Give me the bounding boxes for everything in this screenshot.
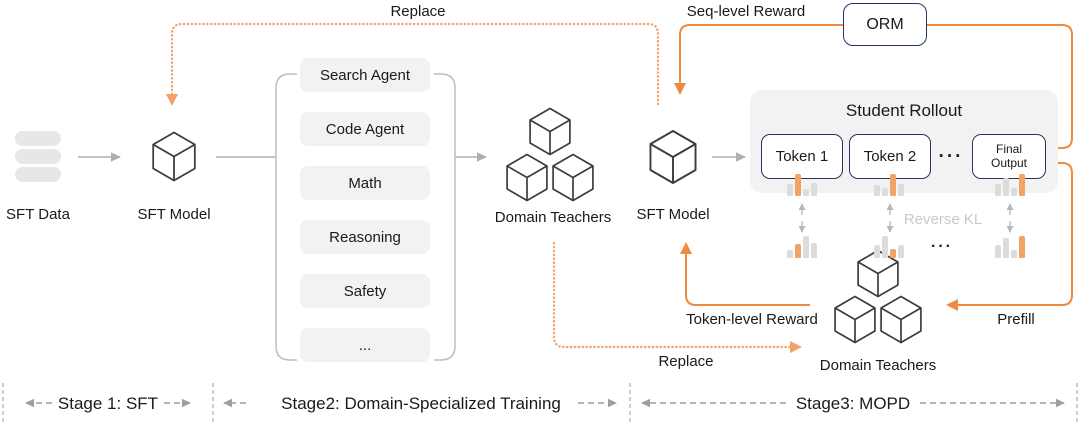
- distribution-bar: [795, 244, 801, 258]
- arrow-replace-bottom: [552, 241, 802, 353]
- orange-connectors: [674, 24, 1073, 311]
- seq-level-reward-label: Seq-level Reward: [686, 3, 806, 20]
- database-icon: [15, 131, 61, 182]
- distribution-bar: [811, 183, 817, 196]
- replace-bottom-label: Replace: [658, 353, 714, 370]
- arrow-token-level-reward: [680, 242, 810, 306]
- distribution-final-teacher: [995, 234, 1025, 258]
- arrow-seq-level-reward: [674, 24, 843, 95]
- distribution-token1-student: [787, 172, 817, 196]
- line-orm-to-final-output: [927, 24, 1073, 149]
- domain-teachers-cubes-stage2: [506, 107, 594, 202]
- token-1-box: Token 1: [761, 134, 843, 179]
- distribution-bar: [795, 174, 801, 196]
- bars-ellipsis: ···: [931, 238, 953, 255]
- final-output-box: Final Output: [972, 134, 1046, 179]
- sft-model-label-stage3: SFT Model: [636, 206, 710, 223]
- domain-box: Math: [300, 166, 430, 200]
- kl-double-arrows: [798, 203, 1014, 233]
- sft-data-label: SFT Data: [6, 206, 70, 223]
- distribution-bar: [1003, 178, 1009, 196]
- distribution-bar: [1019, 174, 1025, 196]
- arrow-replace-top: [166, 22, 660, 106]
- tokens-ellipsis: ···: [938, 146, 964, 167]
- domain-box: Safety: [300, 274, 430, 308]
- distribution-bar: [803, 189, 809, 196]
- replace-top-label: Replace: [390, 3, 446, 20]
- distribution-bar: [1003, 238, 1009, 258]
- token-level-reward-label: Token-level Reward: [686, 311, 818, 328]
- distribution-bar: [890, 174, 896, 196]
- distribution-bar: [882, 188, 888, 196]
- domain-teachers-label-stage3: Domain Teachers: [819, 357, 937, 374]
- bracket-right: [434, 73, 456, 361]
- distribution-bar: [811, 243, 817, 258]
- domain-teachers-cubes-stage3: [834, 249, 922, 344]
- bracket-left: [275, 73, 297, 361]
- prefill-label: Prefill: [997, 311, 1035, 328]
- replace-connectors: [166, 22, 802, 353]
- distribution-bar: [890, 249, 896, 258]
- distribution-bar: [787, 250, 793, 258]
- final-output-line1: Final: [995, 141, 1022, 156]
- sft-model-cube-stage1: [152, 131, 196, 182]
- distribution-token2-teacher: [874, 234, 904, 258]
- domain-box: Code Agent: [300, 112, 430, 146]
- distribution-bar: [787, 184, 793, 196]
- arrow-prefill: [946, 162, 1073, 311]
- domain-box: ...: [300, 328, 430, 362]
- distribution-bar: [995, 184, 1001, 196]
- distribution-bar: [874, 245, 880, 258]
- student-rollout-title: Student Rollout: [845, 101, 963, 120]
- domain-box: Search Agent: [300, 58, 430, 92]
- stage1-footer-label: Stage 1: SFT: [57, 394, 159, 413]
- distribution-bar: [803, 236, 809, 258]
- sft-model-label-stage1: SFT Model: [137, 206, 211, 223]
- distribution-bar: [898, 245, 904, 258]
- domain-bracket: [275, 73, 456, 361]
- stage-footer-lines: [2, 383, 1078, 423]
- distribution-bar: [898, 184, 904, 196]
- domain-teachers-label-stage2: Domain Teachers: [494, 209, 612, 226]
- stage3-footer-label: Stage3: MOPD: [795, 394, 911, 413]
- distribution-bar: [1011, 250, 1017, 258]
- distribution-token1-teacher: [787, 234, 817, 258]
- orm-box: ORM: [843, 3, 927, 46]
- distribution-bar: [995, 245, 1001, 258]
- distribution-bar: [882, 236, 888, 258]
- token-2-box: Token 2: [849, 134, 931, 179]
- domain-box: Reasoning: [300, 220, 430, 254]
- sft-model-cube-stage3: [649, 130, 697, 184]
- distribution-bar: [1019, 236, 1025, 258]
- distribution-bar: [874, 185, 880, 196]
- final-output-line2: Output: [990, 155, 1028, 170]
- distribution-token2-student: [874, 172, 904, 196]
- reverse-kl-label: Reverse KL: [903, 211, 983, 228]
- distribution-final-student: [995, 172, 1025, 196]
- distribution-bar: [1011, 188, 1017, 196]
- stage2-footer-label: Stage2: Domain-Specialized Training: [281, 394, 561, 413]
